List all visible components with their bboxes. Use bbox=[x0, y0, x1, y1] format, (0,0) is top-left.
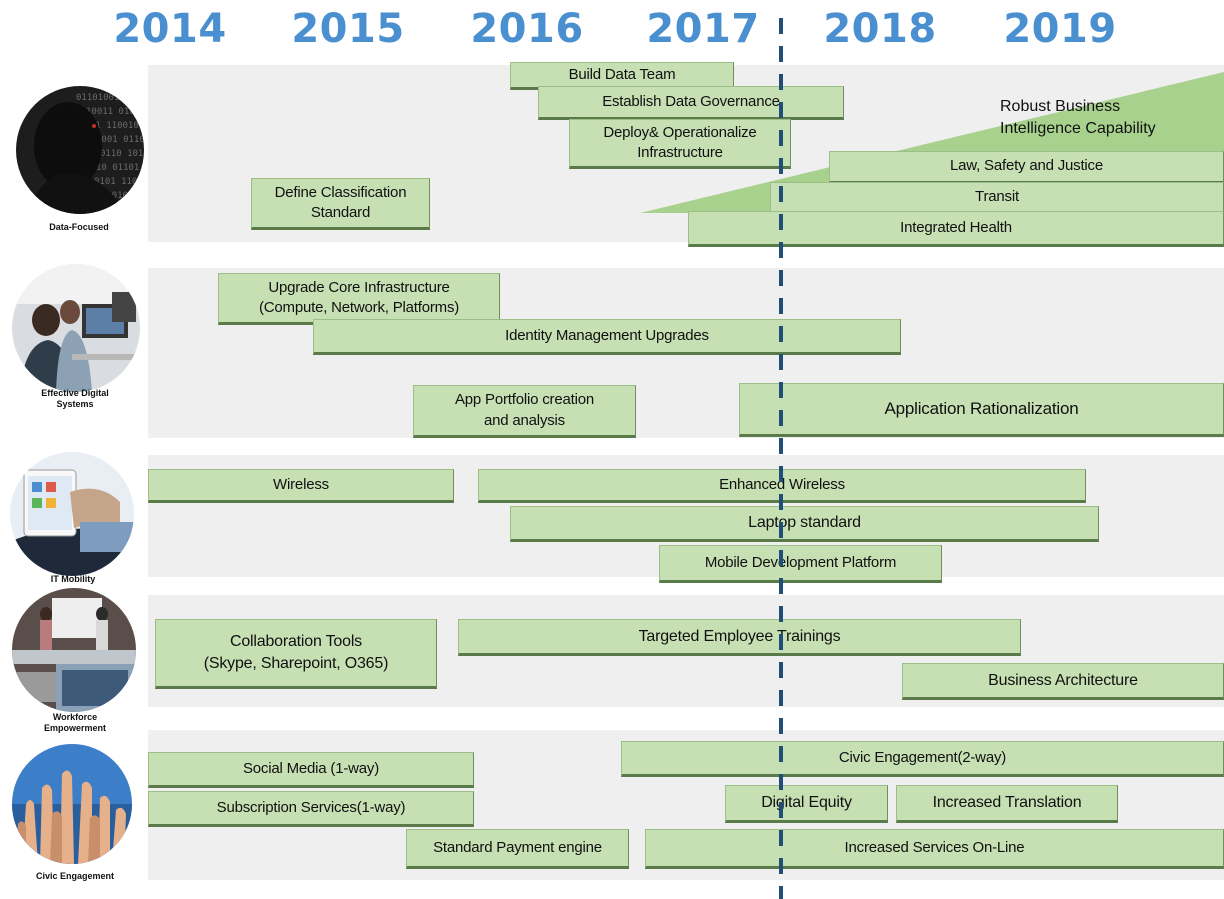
task-define-classification: Define Classification Standard bbox=[251, 178, 430, 230]
row-caption-digital-systems: Effective Digital Systems bbox=[41, 388, 109, 410]
capability-label: Robust Business Intelligence Capability bbox=[1000, 98, 1156, 137]
task-subscription-services: Subscription Services(1-way) bbox=[148, 791, 474, 827]
row-caption-data: Data-Focused bbox=[49, 222, 109, 232]
task-social-media: Social Media (1-way) bbox=[148, 752, 474, 788]
row-caption-civic: Civic Engagement bbox=[35, 871, 115, 881]
task-civic-engagement-2-way: Civic Engagement(2-way) bbox=[621, 741, 1224, 777]
task-establish-data-governance: Establish Data Governance bbox=[538, 86, 844, 120]
svg-text:01 110010: 01 110010 bbox=[90, 121, 139, 131]
svg-text:10 01101: 10 01101 bbox=[96, 163, 139, 173]
svg-text:0110 101: 0110 101 bbox=[100, 149, 143, 159]
task-wireless: Wireless bbox=[148, 469, 454, 503]
task-laptop-standard: Laptop standard bbox=[510, 506, 1099, 542]
year-2018: 2018 bbox=[823, 6, 937, 52]
data-hacker-photo: 01101001 10 10011 0101 01 110010 1001 01… bbox=[16, 86, 144, 214]
task-digital-equity: Digital Equity bbox=[725, 785, 888, 823]
year-2015: 2015 bbox=[291, 6, 405, 52]
year-2019: 2019 bbox=[1003, 6, 1117, 52]
task-increased-services-online: Increased Services On-Line bbox=[645, 829, 1224, 869]
svg-text:10011 0101: 10011 0101 bbox=[86, 107, 140, 117]
task-standard-payment-engine: Standard Payment engine bbox=[406, 829, 629, 869]
svg-text:1001 0110: 1001 0110 bbox=[96, 135, 144, 145]
task-mobile-development-platform: Mobile Development Platform bbox=[659, 545, 942, 583]
task-integrated-health: Integrated Health bbox=[688, 211, 1224, 247]
row-caption-mobility: IT Mobility bbox=[50, 574, 96, 584]
task-deploy-infrastructure: Deploy& Operationalize Infrastructure bbox=[569, 119, 791, 169]
row-caption-workforce: Workforce Empowerment bbox=[43, 712, 106, 734]
task-app-portfolio: App Portfolio creation and analysis bbox=[413, 385, 636, 438]
current-date-divider-line bbox=[779, 18, 783, 899]
task-targeted-employee-trainings: Targeted Employee Trainings bbox=[458, 619, 1021, 656]
task-application-rationalization: Application Rationalization bbox=[739, 383, 1224, 437]
task-increased-translation: Increased Translation bbox=[896, 785, 1118, 823]
training-room-photo bbox=[12, 588, 136, 712]
svg-text:0101 110: 0101 110 bbox=[94, 177, 137, 187]
task-business-architecture: Business Architecture bbox=[902, 663, 1224, 700]
year-2016: 2016 bbox=[470, 6, 584, 52]
task-identity-management: Identity Management Upgrades bbox=[313, 319, 901, 355]
tablet-user-photo bbox=[10, 452, 134, 576]
year-2014: 2014 bbox=[113, 6, 227, 52]
svg-text:01101001 10: 01101001 10 bbox=[76, 93, 136, 103]
year-2017: 2017 bbox=[646, 6, 760, 52]
task-collaboration-tools: Collaboration Tools (Skype, Sharepoint, … bbox=[155, 619, 437, 689]
